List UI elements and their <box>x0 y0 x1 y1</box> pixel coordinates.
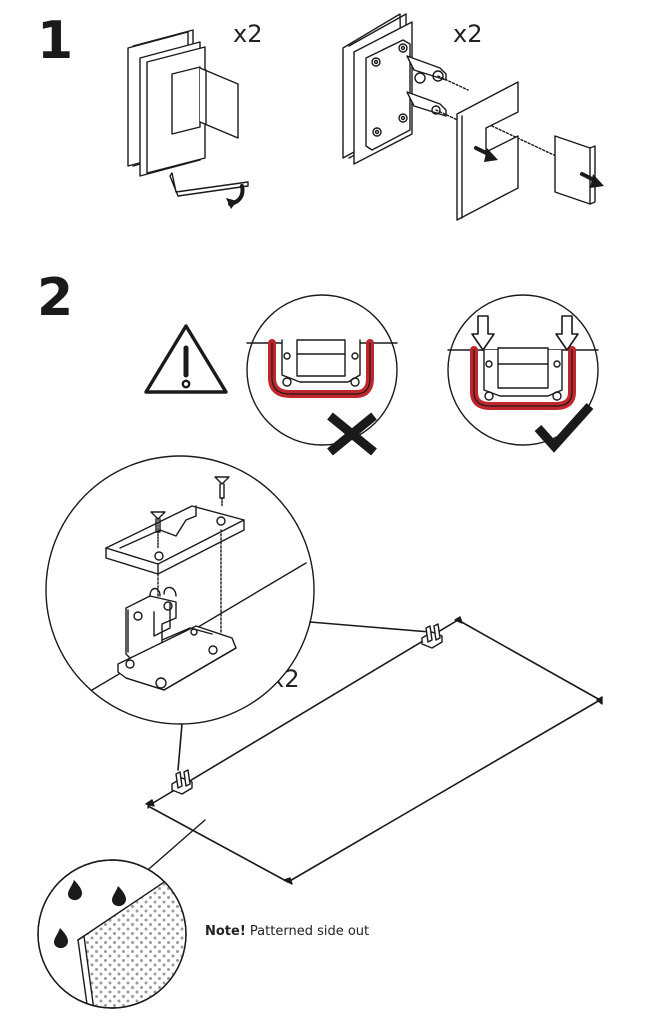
cover-plate-drawing <box>554 135 596 205</box>
wrong-fitting-detail <box>246 294 398 446</box>
rotate-arrow-icon <box>226 184 245 209</box>
hinge-exploded-drawing <box>342 13 557 165</box>
bracket-zoom-detail <box>45 455 315 725</box>
mounted-bracket-bottom <box>171 769 193 795</box>
water-drop-icon <box>54 880 126 949</box>
glass-panel-drawing <box>145 616 603 885</box>
warning-triangle-icon <box>144 324 228 394</box>
hinge-clamp-drawing <box>127 29 239 177</box>
texture-leader-line <box>141 819 206 876</box>
note-label: Note! <box>205 924 246 939</box>
step-1-hinge-quantity: x2 <box>233 20 263 48</box>
step-1-bracket-quantity: x2 <box>453 20 483 48</box>
press-down-arrows-icon <box>471 315 579 351</box>
note-text: Note! Patterned side out <box>205 925 369 938</box>
gasket-pull-arrow-icon <box>474 146 498 162</box>
zoom-leader-lines <box>177 621 431 771</box>
cover-pull-arrow-icon <box>580 172 604 188</box>
step-1-number: 1 <box>37 11 74 71</box>
cross-icon <box>327 412 377 456</box>
allen-key-icon <box>169 172 249 197</box>
mounted-bracket-top <box>421 623 443 649</box>
note-body: Patterned side out <box>249 924 370 939</box>
step-2-number: 2 <box>37 268 74 328</box>
checkmark-icon <box>534 402 594 453</box>
